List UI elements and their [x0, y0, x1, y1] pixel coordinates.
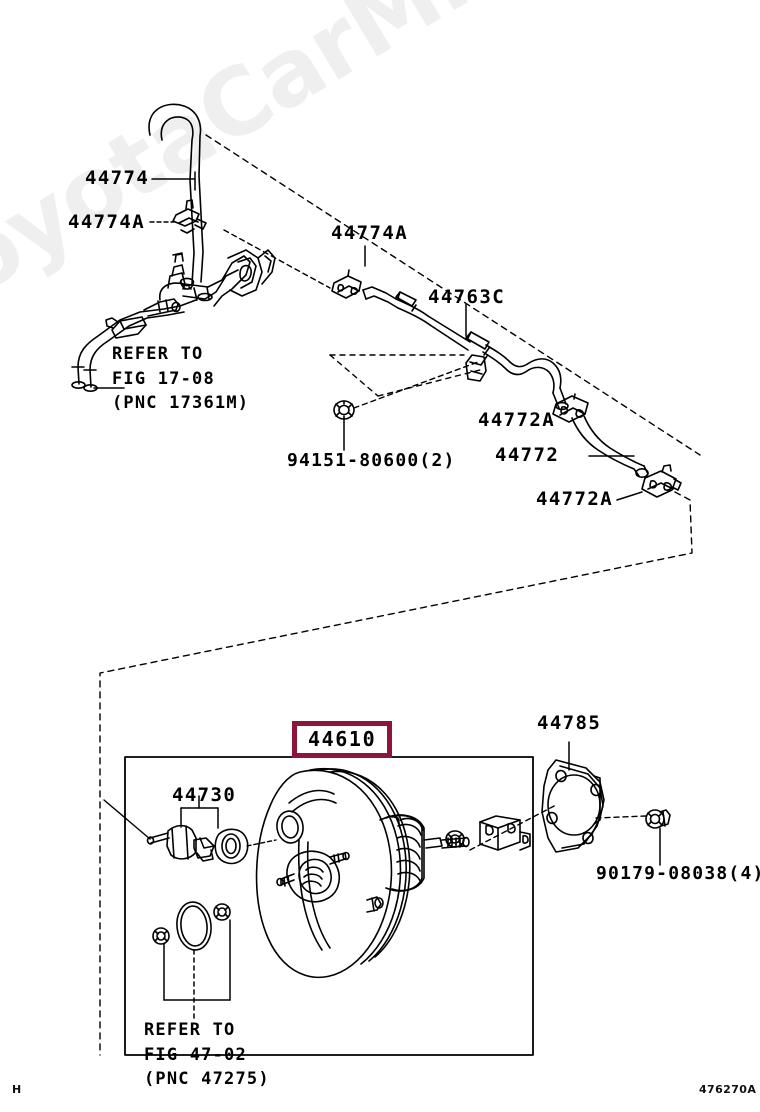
label-44772: 44772	[495, 444, 560, 466]
part-44774A-clamp-mid	[331, 269, 362, 299]
part-94151-grommet	[333, 400, 355, 420]
part-44763C-tube	[362, 286, 569, 411]
part-90179-nut	[645, 809, 671, 829]
label-44730: 44730	[172, 784, 237, 806]
part-44785-gasket	[541, 759, 605, 853]
part-ref-47-02-seal	[152, 901, 231, 951]
label-94151: 94151-80600(2)	[287, 450, 456, 471]
label-44774A-mid: 44774A	[331, 222, 409, 244]
part-44774-hose	[148, 103, 204, 290]
part-44774A-clamp-upper	[172, 199, 207, 234]
projection-lines-upper	[329, 354, 481, 397]
reference-fig-47-02: REFER TO FIG 47-02 (PNC 47275)	[144, 1020, 270, 1090]
part-44610-booster	[255, 767, 470, 979]
assembly-callout-path	[99, 491, 693, 1056]
label-44774A-upper: 44774A	[68, 211, 146, 233]
label-44610-highlighted[interactable]: 44610	[292, 721, 393, 758]
sheet-mark: H	[12, 1083, 22, 1096]
reference-fig-17-08: REFER TO FIG 17-08 (PNC 17361M)	[112, 344, 250, 414]
part-44772-hose	[571, 415, 649, 478]
label-44774: 44774	[85, 167, 150, 189]
leader-44772A-lower	[616, 491, 643, 501]
label-44785: 44785	[537, 712, 602, 734]
figure-code: 476270A	[699, 1083, 757, 1096]
leader-44774A-mid	[223, 229, 331, 289]
part-44772A-clamp-lower	[641, 464, 682, 498]
part-44730-check-valve	[146, 824, 249, 865]
label-44772A-lower: 44772A	[536, 488, 614, 510]
label-90179: 90179-08038(4)	[596, 863, 760, 884]
part-booster-nut-small	[445, 830, 465, 848]
label-44763C: 44763C	[428, 286, 506, 308]
label-44772A-upper: 44772A	[478, 409, 556, 431]
part-clevis-block	[479, 815, 531, 851]
part-44772A-clamp-upper	[552, 393, 589, 423]
construction-line-diagonal	[205, 134, 701, 456]
